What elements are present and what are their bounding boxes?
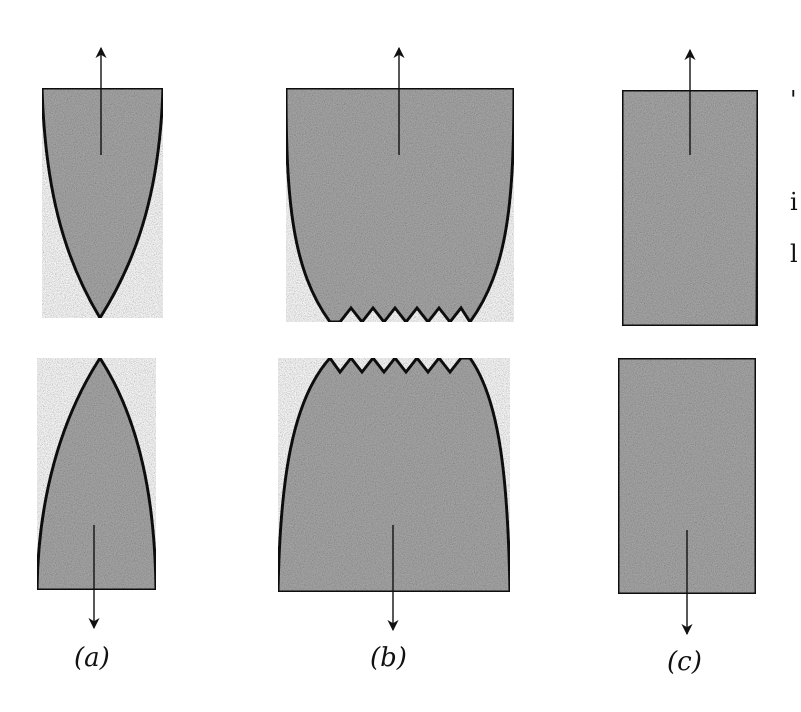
panel-a-label: (a) <box>74 643 110 673</box>
edge-glyph-1: ' <box>790 86 797 114</box>
cropped-edge-text: ' i l <box>790 86 798 268</box>
panel-b-upper-specimen <box>284 86 516 325</box>
panel-b: (b) <box>276 46 516 673</box>
edge-glyph-3: l <box>790 240 798 268</box>
panel-b-label: (b) <box>370 643 407 673</box>
panel-c-upper-specimen <box>620 88 760 328</box>
edge-glyph-2: i <box>790 188 798 216</box>
panel-c-label: (c) <box>667 647 702 677</box>
panel-c: (c) <box>616 48 760 677</box>
panel-a: (a) <box>35 46 165 673</box>
panel-a-upper-specimen <box>40 86 165 321</box>
panel-a-lower-specimen <box>35 355 158 592</box>
panel-b-lower-specimen <box>276 355 512 594</box>
